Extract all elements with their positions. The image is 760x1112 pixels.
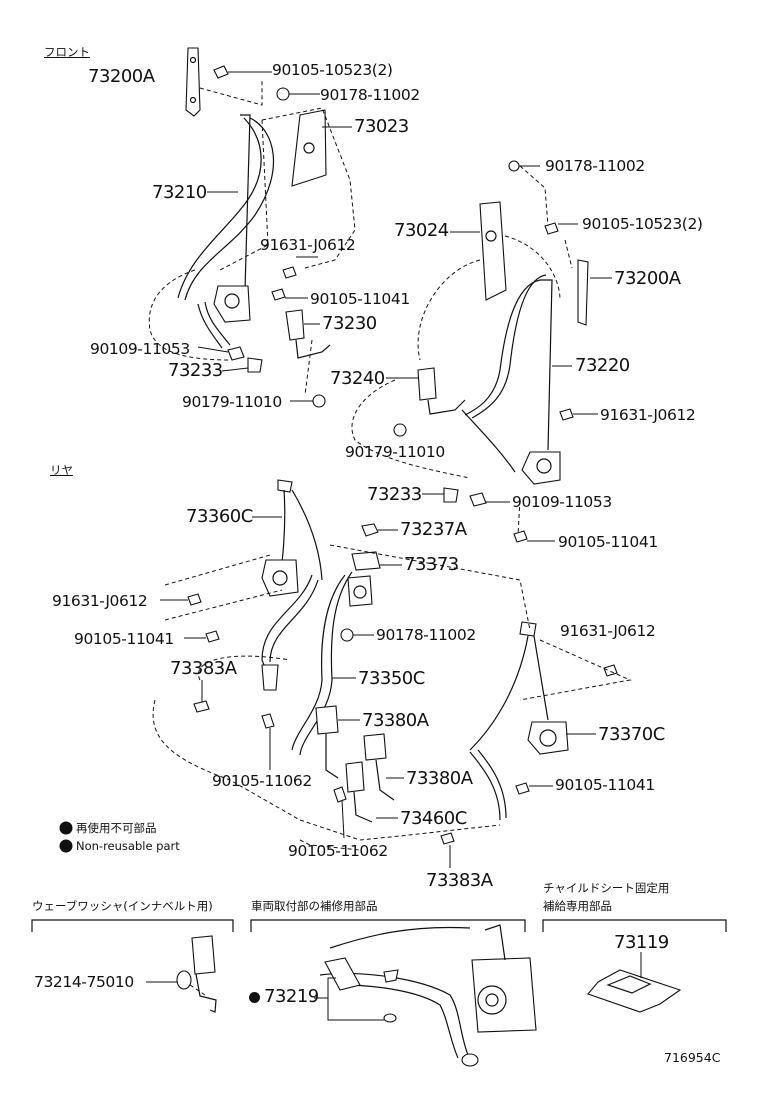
inset-title-child-seat-1: チャイルドシート固定用	[543, 881, 670, 895]
part-label-73237a: 73237A	[400, 519, 467, 540]
part-label-90105-11062-lower: 90105-11062	[288, 842, 388, 860]
part-label-73219: 73219	[249, 986, 319, 1007]
non-reusable-dot-jp	[59, 821, 73, 835]
section-front-title: フロント	[44, 45, 90, 59]
part-label-73230: 73230	[322, 313, 377, 334]
part-label-90179-11010-right: 90179-11010	[345, 443, 445, 461]
part-label-73373: 73373	[404, 554, 459, 575]
drawing-reference-number: 716954C	[664, 1050, 721, 1065]
part-label-73350c: 73350C	[358, 668, 425, 689]
part-label-73200a-right: 73200A	[614, 268, 681, 289]
part-label-73240: 73240	[330, 368, 385, 389]
legend-non-reusable-jp: 再使用不可部品	[76, 821, 157, 835]
part-label-90178-11002-right: 90178-11002	[545, 157, 645, 175]
part-label-90105-10523-left: 90105-10523(2)	[272, 61, 393, 79]
inset-title-child-seat-2: 補給専用部品	[543, 899, 612, 913]
inset-title-wave-washer: ウェーブワッシャ(インナベルト用)	[32, 899, 213, 913]
part-label-91631-j0612-rear-right: 91631-J0612	[560, 622, 656, 640]
part-label-90179-11010-left: 90179-11010	[182, 393, 282, 411]
part-label-90105-10523-right: 90105-10523(2)	[582, 215, 703, 233]
inset-title-repair-parts: 車両取付部の補修用部品	[251, 899, 378, 913]
part-label-73380a-lower: 73380A	[406, 768, 473, 789]
part-label-73383a-lower: 73383A	[426, 870, 493, 891]
part-label-73460c: 73460C	[400, 808, 467, 829]
part-label-73383a-upper: 73383A	[170, 658, 237, 679]
section-rear-title: リヤ	[50, 463, 73, 477]
non-reusable-dot-en	[59, 839, 73, 853]
part-label-90178-11002-left: 90178-11002	[320, 86, 420, 104]
part-label-73023: 73023	[354, 116, 409, 137]
part-label-73360c: 73360C	[186, 506, 253, 527]
bottom-insets	[31, 919, 727, 1067]
part-label-90105-11062-upper: 90105-11062	[212, 772, 312, 790]
part-label-90105-11041-rear-left: 90105-11041	[74, 630, 174, 648]
rear-belt-assemblies	[152, 479, 632, 868]
part-label-90178-11002-rear: 90178-11002	[376, 626, 476, 644]
part-label-73220: 73220	[575, 355, 630, 376]
part-label-73380a-upper: 73380A	[362, 710, 429, 731]
non-reusable-mark	[249, 992, 260, 1003]
part-label-90109-11053-left: 90109-11053	[90, 340, 190, 358]
part-label-91631-j0612-rear-left: 91631-J0612	[52, 592, 148, 610]
front-left-belt-assembly	[148, 47, 356, 408]
part-label-90105-11041-left: 90105-11041	[310, 290, 410, 308]
part-number-73219: 73219	[264, 986, 319, 1007]
part-label-73200a-left: 73200A	[88, 66, 155, 87]
part-label-91631-j0612-left: 91631-J0612	[260, 236, 356, 254]
part-label-73233-right: 73233	[367, 484, 422, 505]
part-label-73024: 73024	[394, 220, 449, 241]
part-label-73119: 73119	[614, 932, 669, 953]
part-label-90105-11041-rear-right: 90105-11041	[555, 776, 655, 794]
part-label-73210: 73210	[152, 182, 207, 203]
part-label-90105-11041-right: 90105-11041	[558, 533, 658, 551]
part-label-73214-75010: 73214-75010	[34, 973, 134, 991]
legend-non-reusable-en: Non-reusable part	[76, 839, 180, 853]
part-label-90109-11053-right: 90109-11053	[512, 493, 612, 511]
part-label-73233-left: 73233	[168, 360, 223, 381]
front-right-belt-assembly	[351, 160, 612, 543]
part-label-91631-j0612-right: 91631-J0612	[600, 406, 696, 424]
part-label-73370c: 73370C	[598, 724, 665, 745]
